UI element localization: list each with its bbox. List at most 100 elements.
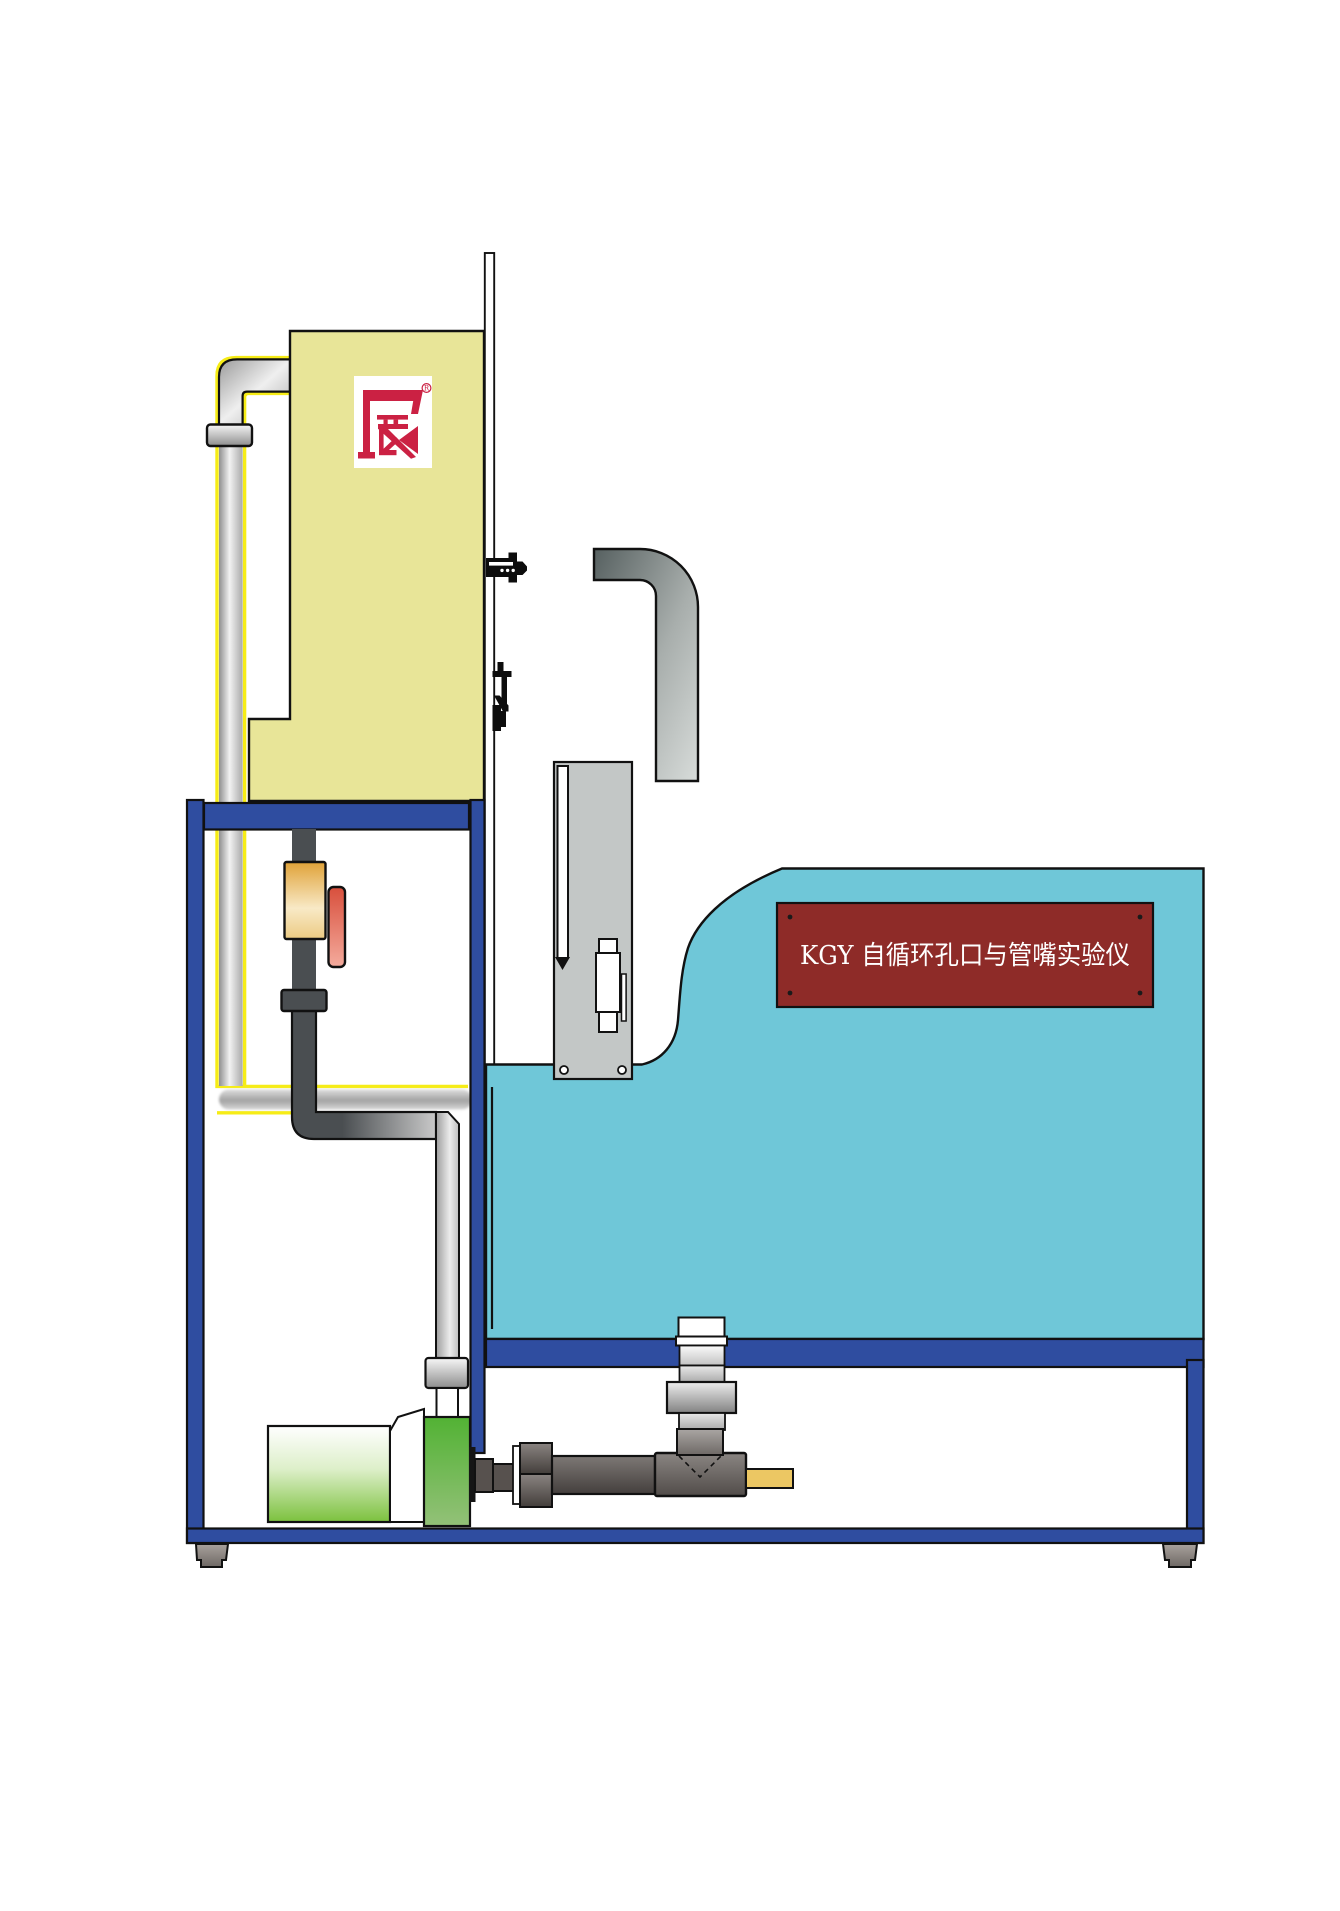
drain-pipe-elbow-run <box>290 1006 438 1141</box>
orifice-body <box>486 558 517 577</box>
discharge-line <box>474 1316 794 1508</box>
foot-left <box>194 1543 230 1568</box>
orifice-top-flange <box>508 552 517 559</box>
nozzle-fitting <box>492 662 512 731</box>
discharge-pipe <box>550 1454 657 1496</box>
tee-notch <box>678 1455 722 1479</box>
supply-pipe-collar <box>205 423 254 448</box>
name-plate-screw-tl <box>787 914 793 920</box>
gauge-slider-top <box>598 938 618 954</box>
pump-head <box>422 1415 472 1528</box>
name-plate-screw-br <box>1137 990 1143 996</box>
logo-top-bar <box>363 390 423 414</box>
supply-pipe <box>205 358 472 1110</box>
logo-diagonal-2 <box>380 437 400 455</box>
pump-suction-pipe <box>435 1111 460 1361</box>
riser-neck <box>678 1412 726 1431</box>
drain-pipe-assembly <box>280 829 470 1422</box>
registered-mark: R <box>424 385 430 393</box>
drain-pipe-mid <box>292 937 316 994</box>
measuring-panel-strip <box>483 252 496 1089</box>
orifice-dot-3 <box>511 568 515 573</box>
pipe-highlight-left <box>215 355 468 1089</box>
nozzle-stem <box>497 662 504 673</box>
logo-box-bottom <box>379 450 397 456</box>
name-plate-screw-tr <box>1137 914 1143 920</box>
gauge-rod <box>620 973 627 1022</box>
supply-pipe-vertical <box>219 430 243 1086</box>
riser-seg-4 <box>678 1364 726 1384</box>
orifice-dot-2 <box>505 568 510 573</box>
nozzle-side-bar <box>501 677 507 709</box>
riser-seg-1 <box>677 1316 726 1338</box>
brand-logo: R <box>354 376 432 468</box>
gauge-slider-bottom <box>598 1011 618 1033</box>
frame-feet <box>194 1543 1199 1568</box>
nozzle-crossbar <box>492 671 512 677</box>
support-frame <box>185 798 1205 1545</box>
overflow-pipe <box>592 547 700 783</box>
supply-pipe-bottom-run <box>219 1089 472 1110</box>
drain-pipe-stub <box>292 829 316 865</box>
frame-bottom-bar <box>185 1527 1205 1545</box>
logo-bar-2 <box>377 415 408 420</box>
logo-tooth-1 <box>383 419 388 424</box>
name-plate-text: KGY 自循环孔口与管嘴实验仪 <box>800 941 1130 971</box>
pipe-highlight-outline <box>215 355 468 1115</box>
union-nut-lower <box>519 1473 553 1508</box>
name-plate-screw-bl <box>787 990 793 996</box>
orifice-slit <box>489 562 513 566</box>
logo-tooth-2 <box>393 419 399 424</box>
frame-left-post <box>185 798 205 1545</box>
name-plate: KGY 自循环孔口与管嘴实验仪 <box>775 901 1155 1009</box>
logo-glyph-icon <box>358 390 423 459</box>
suction-collar <box>424 1356 470 1390</box>
gauge-tube-tip <box>555 957 570 970</box>
orifice-bottom-flange <box>508 576 517 583</box>
pump-bracket <box>389 1407 425 1523</box>
ball-valve-handle[interactable] <box>327 885 347 969</box>
point-gauge <box>552 760 634 1081</box>
drain-plug <box>745 1468 794 1489</box>
orifice-tip <box>517 561 527 575</box>
riser-trunk <box>676 1428 724 1456</box>
drain-pipe-union <box>280 988 328 1013</box>
frame-right-post <box>1185 1358 1205 1545</box>
registered-mark-circle <box>421 383 432 394</box>
riser-seg-2 <box>675 1335 728 1347</box>
measuring-panel <box>483 252 496 1089</box>
riser-seg-3 <box>678 1344 726 1367</box>
nozzle-diagonal <box>494 695 509 712</box>
tee-body <box>653 1451 748 1498</box>
pump <box>266 1407 476 1528</box>
logo-left-stroke <box>358 390 375 459</box>
name-plate-board <box>775 901 1155 1009</box>
nozzle-foot <box>492 705 501 731</box>
orifice-fitting <box>486 552 527 583</box>
gauge-tube <box>556 765 569 959</box>
gauge-screw-left <box>559 1065 569 1075</box>
pump-motor <box>266 1424 392 1524</box>
logo-box-left <box>379 428 384 454</box>
frame-tank-bar <box>484 1337 1205 1369</box>
water-tank: KGY 自循环孔口与管嘴实验仪 <box>484 867 1205 1341</box>
riser-fitting <box>665 1316 738 1456</box>
logo-bar-3 <box>378 424 408 429</box>
pump-flange <box>469 1447 476 1502</box>
frame-middle-post <box>469 798 486 1455</box>
pipe-highlight-right <box>242 391 290 1086</box>
gauge-slider-body <box>595 952 621 1013</box>
foot-right <box>1161 1543 1199 1568</box>
orifice-dot-1 <box>500 568 504 573</box>
discharge-stub-inner <box>474 1458 494 1493</box>
logo-bowtie-triangle <box>399 426 418 454</box>
discharge-stub-outer <box>492 1463 515 1492</box>
head-tank: R <box>247 329 486 803</box>
riser-hex-nut <box>665 1380 738 1415</box>
nozzle-foot-step <box>501 711 506 727</box>
frame-top-bar <box>202 801 471 831</box>
gauge-screw-right <box>617 1065 627 1075</box>
ball-valve-body <box>283 860 327 941</box>
